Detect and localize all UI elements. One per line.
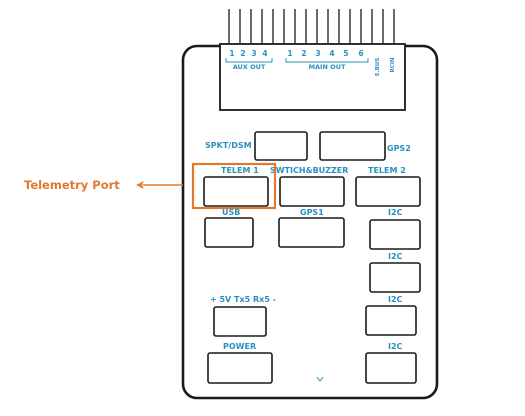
gps2-connector	[319, 131, 386, 161]
i2c-label: I2C	[388, 295, 403, 304]
pin-numbers: 1 2 3 4 1 2 3 4 5 6	[229, 49, 363, 58]
aux-out-bracket	[225, 58, 273, 63]
i2c-label: I2C	[388, 208, 403, 217]
switch-buzzer-connector	[279, 176, 345, 207]
power-pins-label: + 5V Tx5 Rx5 -	[210, 295, 276, 304]
spkt-dsm-connector	[254, 131, 308, 161]
i2c-connector	[365, 305, 417, 336]
header-brackets	[225, 58, 369, 63]
i2c-connector	[369, 219, 421, 250]
gps1-connector	[278, 217, 345, 248]
pin-number: 1	[287, 49, 292, 58]
callout-arrowhead-icon	[136, 181, 144, 189]
main-out-bracket	[285, 58, 369, 63]
orientation-marker-icon	[316, 376, 324, 382]
i2c-label: I2C	[388, 342, 403, 351]
telem1-label: TELEM 1	[221, 166, 259, 175]
main-out-label: MAIN OUT	[309, 63, 346, 71]
sbus-label: S.BUS	[375, 58, 381, 77]
rcin-label: RCIN	[390, 57, 396, 72]
pin-number: 1	[229, 49, 234, 58]
pin-number: 6	[358, 49, 363, 58]
telemetry-port-highlight	[191, 162, 277, 210]
gps2-label: GPS2	[387, 144, 411, 153]
pin-number: 2	[301, 49, 306, 58]
header-pins	[228, 9, 395, 43]
callout-label: Telemetry Port	[24, 178, 120, 192]
pin-number: 3	[251, 49, 256, 58]
telem2-label: TELEM 2	[368, 166, 406, 175]
spkt-dsm-label: SPKT/DSM	[205, 141, 252, 150]
pin-number: 4	[262, 49, 267, 58]
power-pins-connector	[213, 306, 267, 337]
pin-number: 2	[240, 49, 245, 58]
i2c-connector	[365, 352, 417, 384]
telem1-connector	[203, 176, 269, 207]
gps1-label: GPS1	[300, 208, 324, 217]
pin-number: 4	[329, 49, 334, 58]
i2c-connector	[369, 262, 421, 293]
i2c-label: I2C	[388, 252, 403, 261]
telem2-connector	[355, 176, 421, 207]
usb-connector	[204, 217, 254, 248]
pin-header-block	[219, 43, 406, 111]
pin-number: 3	[315, 49, 320, 58]
power-label: POWER	[223, 342, 256, 351]
switch-buzzer-label: SWTICH&BUZZER	[270, 166, 348, 175]
pin-number: 5	[343, 49, 348, 58]
power-connector	[207, 352, 273, 384]
aux-out-label: AUX OUT	[233, 63, 266, 71]
usb-label: USB	[222, 208, 240, 217]
